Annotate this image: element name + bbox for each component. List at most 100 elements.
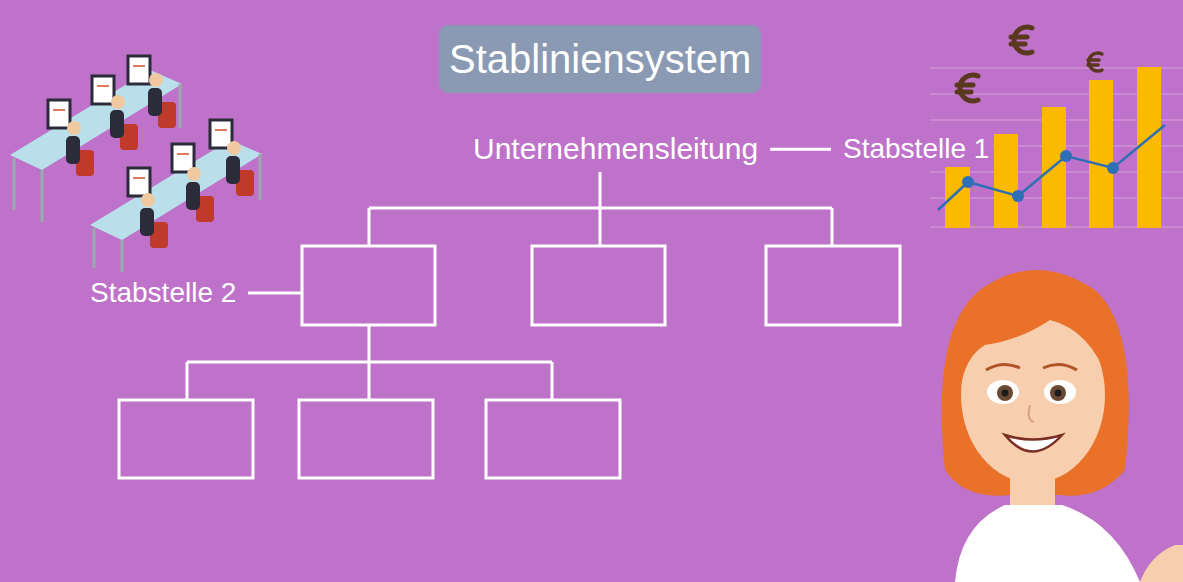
workers <box>227 141 241 155</box>
screen-lines <box>133 177 145 179</box>
org-tree <box>119 400 253 478</box>
unit-text: Unternehmensleitung <box>473 132 758 167</box>
screen-lines <box>215 129 227 131</box>
eyes <box>1055 390 1062 397</box>
org-tree <box>302 246 435 325</box>
nose <box>1029 405 1034 422</box>
euro-symbols <box>1089 53 1102 71</box>
monitors <box>48 100 70 128</box>
bars <box>994 134 1018 228</box>
eyes <box>987 380 1019 404</box>
euro-symbols <box>957 83 973 88</box>
org-tree <box>368 362 371 400</box>
desk <box>121 240 124 272</box>
staff-connector <box>770 148 831 151</box>
desk <box>93 228 96 268</box>
euro-symbols <box>1014 27 1032 53</box>
desk <box>259 154 262 200</box>
euro-symbols <box>957 27 1102 101</box>
shirt <box>955 505 1140 582</box>
workers <box>149 73 163 87</box>
desk <box>41 170 44 222</box>
workers <box>66 136 80 164</box>
desk <box>179 84 182 128</box>
presenter-character <box>942 270 1183 582</box>
workers <box>141 193 155 207</box>
title-box: Stabliniensystem <box>439 25 761 93</box>
screen-lines <box>97 85 109 87</box>
euro-symbols <box>1088 53 1102 71</box>
monitors <box>128 168 150 196</box>
workers <box>66 88 240 236</box>
org-tree <box>532 246 665 325</box>
org-tree <box>486 400 620 478</box>
screen-lines <box>133 65 145 67</box>
desk <box>90 140 262 240</box>
bangs <box>962 295 1108 380</box>
bars <box>1089 80 1113 228</box>
org-tree <box>248 292 302 295</box>
monitors <box>172 144 194 172</box>
workers <box>111 95 125 109</box>
euro-symbols <box>957 90 971 95</box>
eyes <box>1044 380 1076 404</box>
bars <box>945 160 970 228</box>
org-tree <box>119 172 900 478</box>
screen-lines <box>53 109 65 111</box>
org-tree <box>368 208 371 246</box>
eyes <box>986 364 1020 370</box>
workers <box>148 88 162 116</box>
chart-illustration <box>930 27 1183 228</box>
euro-symbols <box>960 75 978 101</box>
trend-dots <box>1107 162 1119 174</box>
org-tree <box>599 172 602 208</box>
unit-text: Stabstelle 1 <box>843 133 989 165</box>
org-tree <box>186 362 189 400</box>
hair-back <box>942 270 1129 496</box>
org-unit-label: Stabstelle 2 <box>86 275 240 311</box>
screen-lines <box>177 153 189 155</box>
euro-symbols <box>1088 63 1098 67</box>
org-tree <box>831 208 834 246</box>
title-text: Stabliniensystem <box>449 37 751 81</box>
trend-dots <box>962 176 974 188</box>
screen-lines <box>53 66 227 178</box>
office-illustration <box>10 56 262 272</box>
desk <box>13 158 16 210</box>
org-tree <box>766 246 900 325</box>
bars <box>1137 67 1161 228</box>
eyes <box>997 385 1013 401</box>
mouth <box>1005 435 1062 452</box>
eyes <box>1043 364 1077 370</box>
euro-symbols <box>1011 42 1025 47</box>
eyes <box>1050 385 1066 401</box>
trend-dots <box>1060 150 1072 162</box>
monitors <box>128 56 150 84</box>
workers <box>67 73 241 207</box>
org-tree <box>368 325 371 362</box>
euro-symbols <box>1011 27 1032 53</box>
org-unit-label: Unternehmensleitung <box>469 130 762 169</box>
chairs <box>76 102 254 248</box>
eyes <box>986 364 1077 404</box>
trend-dots <box>1012 190 1024 202</box>
org-tree <box>551 362 554 400</box>
workers <box>110 110 124 138</box>
euro-symbols <box>1011 35 1027 40</box>
eyes <box>1002 390 1009 397</box>
arm <box>1140 545 1183 582</box>
workers <box>67 121 81 135</box>
euro-symbols <box>957 75 978 101</box>
euro-symbols <box>1088 58 1099 62</box>
desk <box>10 70 262 272</box>
workers <box>66 73 241 236</box>
workers <box>226 156 240 184</box>
org-tree <box>299 400 433 478</box>
unit-text: Stabstelle 2 <box>90 277 236 309</box>
monitors <box>48 56 232 196</box>
workers <box>186 182 200 210</box>
org-unit-label: Stabstelle 1 <box>839 131 993 167</box>
monitors <box>92 76 114 104</box>
workers <box>140 208 154 236</box>
